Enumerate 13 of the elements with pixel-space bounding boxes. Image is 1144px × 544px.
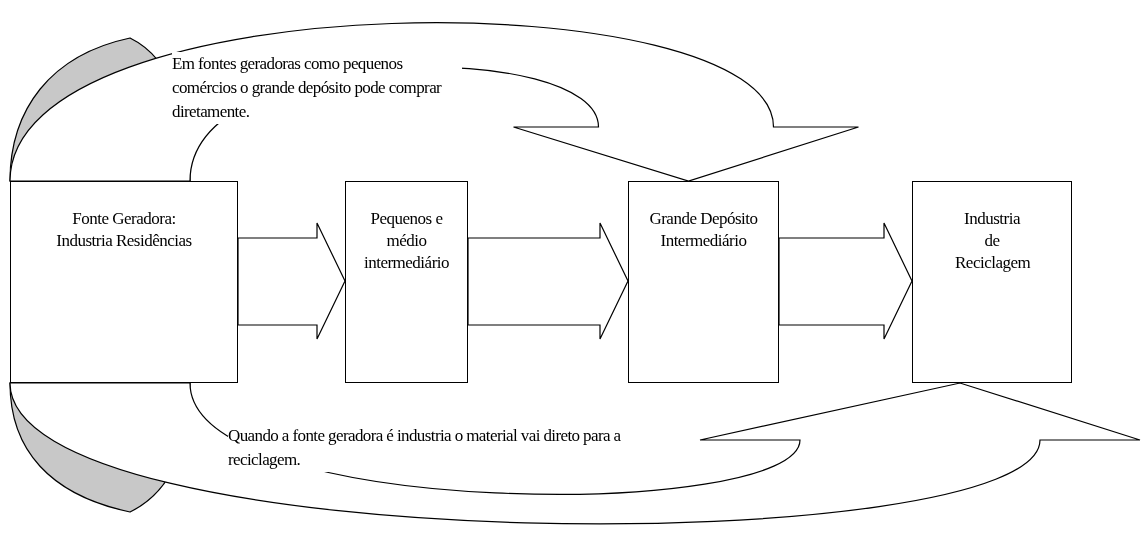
process-box (345, 181, 468, 383)
box-label: Grande Depósito Intermediário (648, 208, 759, 252)
block-arrow (778, 222, 913, 340)
box-label: Fonte Geradora: Industria Residências (55, 208, 193, 252)
box-label: Industria de Reciclagem (954, 208, 1032, 274)
curved-block-arrow (9, 382, 1141, 524)
process-box (10, 181, 238, 383)
process-box (628, 181, 779, 383)
process-box (912, 181, 1072, 383)
box-label: Pequenos e médio intermediário (362, 208, 451, 274)
annotation-note: Em fontes geradoras como pequenos comércios o grande depósito pode comprar diretamente. (172, 52, 462, 124)
block-arrow (237, 222, 346, 340)
block-arrow (467, 222, 629, 340)
